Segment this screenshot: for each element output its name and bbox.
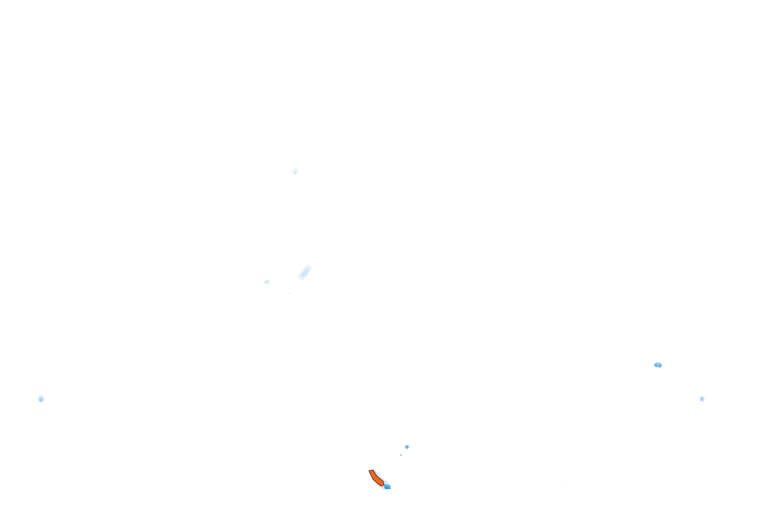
precip-cell: [39, 398, 43, 402]
precip-cell: [171, 407, 173, 409]
precip-cell: [658, 364, 662, 368]
precip-cell: [293, 171, 297, 175]
precip-cell: [700, 397, 704, 401]
precip-cell: [265, 280, 269, 284]
precip-cell: [405, 445, 409, 449]
precip-cell: [300, 268, 309, 277]
precip-cell-intense: [368, 469, 385, 487]
precip-cell: [292, 168, 298, 174]
precip-cell: [384, 486, 389, 489]
precip-cell: [289, 292, 291, 294]
precip-cell: [654, 363, 658, 367]
precip-cell: [565, 480, 567, 482]
precip-cell: [400, 454, 402, 456]
